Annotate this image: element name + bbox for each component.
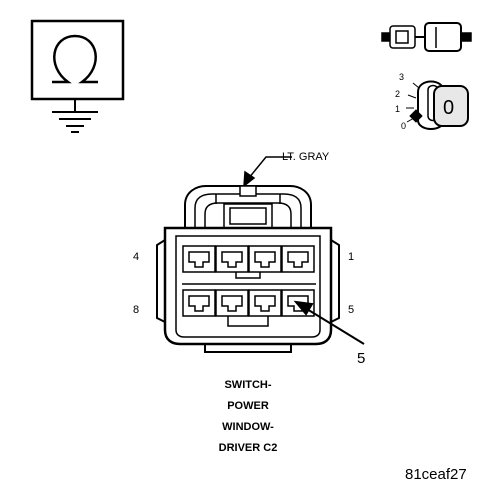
connector-color-label: LT. GRAY	[282, 151, 330, 163]
pin-label-4: 4	[133, 251, 140, 263]
ignition-pos-1: 1	[395, 104, 400, 114]
callout-arrow	[293, 300, 365, 345]
connector-title-line-3: WINDOW-	[222, 421, 274, 433]
ignition-pos-2: 2	[395, 89, 400, 99]
figure-id: 81ceaf27	[405, 466, 467, 483]
pin-label-8: 8	[133, 304, 140, 316]
ignition-key-icon	[406, 80, 469, 130]
connector-title-line-1: SWITCH-	[224, 379, 272, 391]
connector-plug-icon	[381, 22, 472, 52]
cavity-row-top	[182, 245, 315, 273]
ignition-pos-3: 3	[399, 72, 404, 82]
ground-omega-icon	[30, 19, 125, 133]
ignition-key-text: 0	[443, 97, 454, 119]
pin-label-1: 1	[348, 251, 355, 263]
connector-body	[156, 185, 340, 353]
color-label-leader	[243, 156, 292, 188]
ignition-pos-0: 0	[401, 121, 406, 131]
connector-title-line-4: DRIVER C2	[218, 442, 278, 454]
pin-label-5: 5	[348, 304, 355, 316]
callout-pin-number: 5	[357, 350, 366, 367]
cavity-row-bottom	[182, 289, 315, 317]
connector-title-line-2: POWER	[227, 400, 269, 412]
